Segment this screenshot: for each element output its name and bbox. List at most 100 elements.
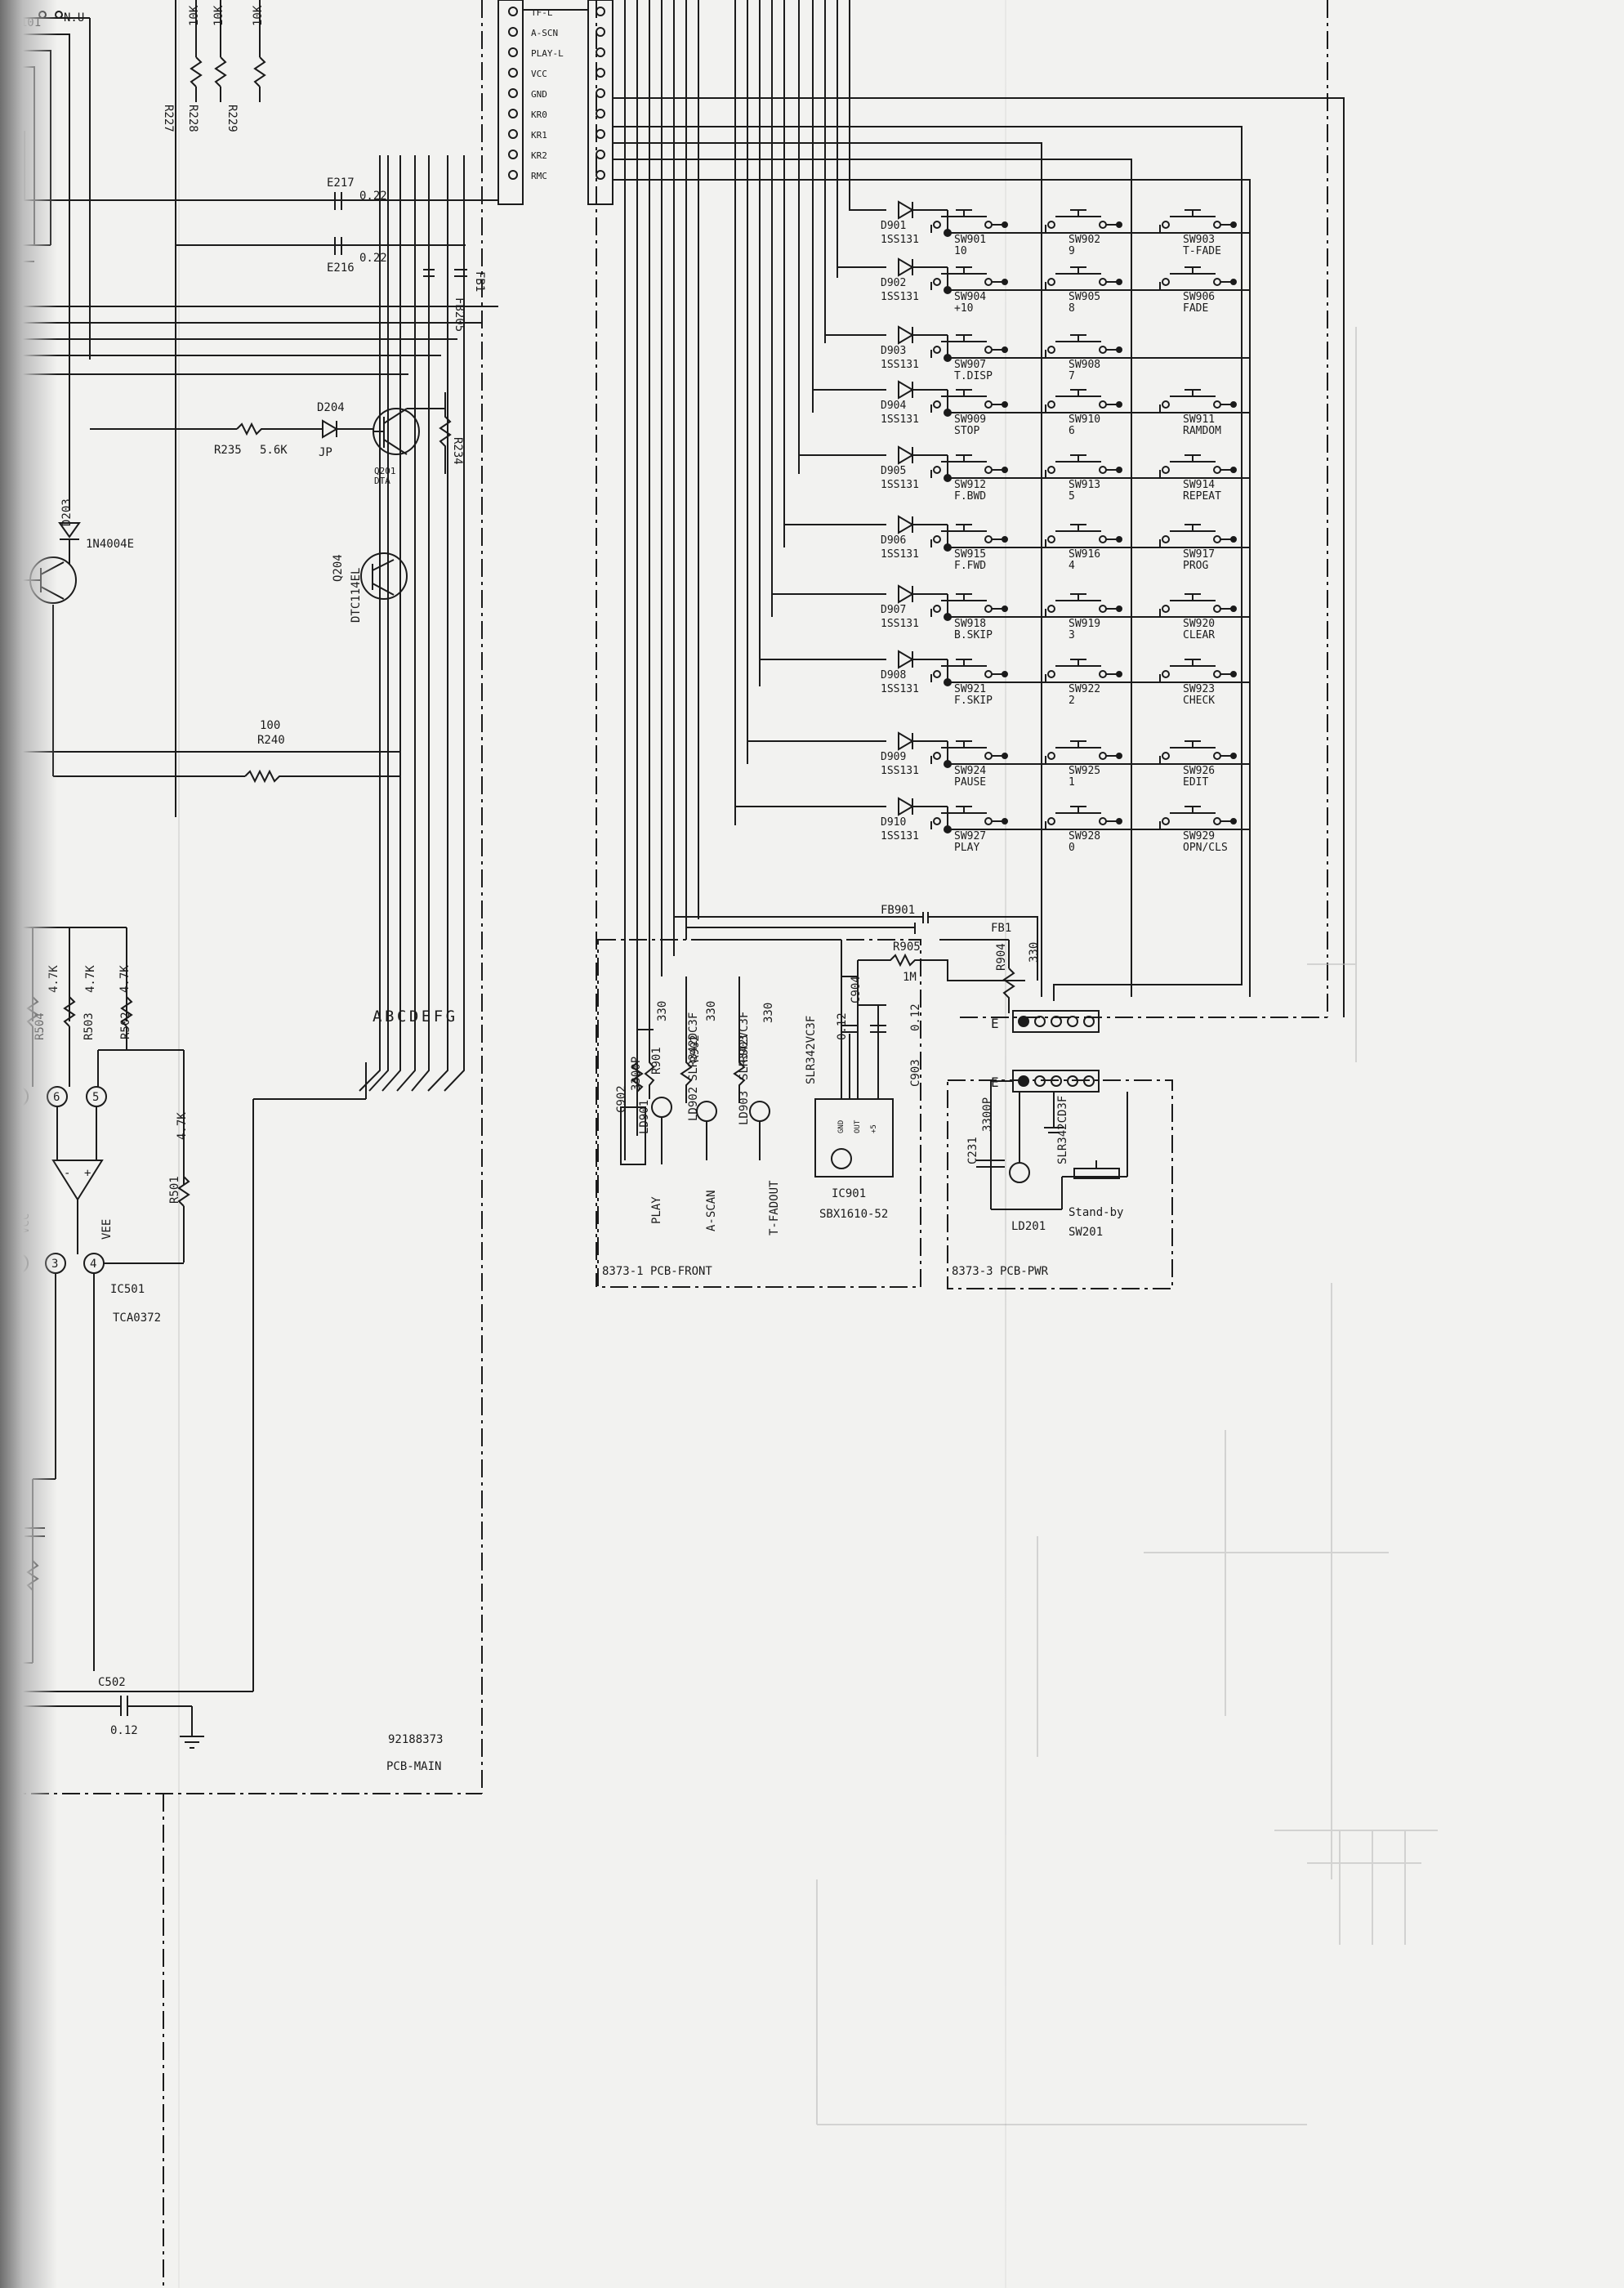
ld903-label: LD903 xyxy=(738,1091,751,1125)
switch-ref: SW901 xyxy=(954,234,986,246)
c903-value: 0.12 xyxy=(909,1003,922,1031)
ic501-part: TCA0372 xyxy=(113,1312,161,1325)
switch-ref: SW910 xyxy=(1069,413,1100,426)
connector-pin-a-scn: A-SCN xyxy=(531,28,558,38)
switch-ref: SW924 xyxy=(954,765,986,777)
diode-label: D906 xyxy=(881,534,906,547)
switch-ref: SW914 xyxy=(1183,479,1215,491)
ic901-pin-out: OUT xyxy=(854,1119,862,1133)
connector-e-bottom: E xyxy=(991,1075,999,1090)
play-led-label: PLAY xyxy=(650,1196,663,1224)
r228-value: 10K xyxy=(212,5,225,26)
fb1-main-label: FB1 xyxy=(473,271,486,292)
r235-value: 5.6K xyxy=(260,444,288,457)
r902-label: R902 xyxy=(689,1035,702,1062)
diode-label: D908 xyxy=(881,669,906,681)
ic901-label: IC901 xyxy=(832,1187,866,1200)
diode-part: 1SS131 xyxy=(881,548,919,561)
switch-function: FADE xyxy=(1183,302,1208,315)
bus-letters: ABCDEFG xyxy=(373,1008,458,1026)
d204-label: D204 xyxy=(317,401,345,414)
pin-5: 5 xyxy=(92,1091,99,1104)
board-main-name: PCB-MAIN xyxy=(386,1760,441,1773)
switch-function: F.BWD xyxy=(954,490,986,503)
connector-pin-vcc: VCC xyxy=(531,69,547,79)
connector-pin-rmc: RMC xyxy=(531,171,547,181)
r235-label: R235 xyxy=(214,444,242,457)
r902-value: 330 xyxy=(705,1001,718,1021)
diode-part: 1SS131 xyxy=(881,765,919,777)
fb901-label: FB901 xyxy=(881,904,915,917)
switch-function: STOP xyxy=(954,425,979,437)
slr3-label: SLR342VC3F xyxy=(805,1016,818,1084)
switch-function: CLEAR xyxy=(1183,629,1215,641)
r240-value: 100 xyxy=(260,719,280,732)
c231-value: 3300P xyxy=(981,1097,994,1132)
switch-function: PAUSE xyxy=(954,776,986,789)
switch-function: PLAY xyxy=(954,842,979,854)
r903-label: R903 xyxy=(738,1035,751,1062)
c902-value: 3300P xyxy=(630,1057,643,1091)
switch-ref: SW905 xyxy=(1069,291,1100,303)
switch-ref: SW904 xyxy=(954,291,986,303)
diode-label: D904 xyxy=(881,400,906,412)
q201-part: DTA xyxy=(374,476,390,486)
fb1-label: FB1 xyxy=(991,922,1011,935)
switch-function: 10 xyxy=(954,245,967,257)
switch-ref: SW919 xyxy=(1069,618,1100,630)
e217-value: 0.22 xyxy=(359,190,387,203)
t-fadout-led-label: T-FADOUT xyxy=(768,1180,781,1236)
c502-label: C502 xyxy=(98,1676,126,1689)
switch-function: PROG xyxy=(1183,560,1208,572)
ic901-part: SBX1610-52 xyxy=(819,1208,888,1221)
r227-value: 10K xyxy=(188,5,201,26)
ic901-pin-gnd: GND xyxy=(837,1120,845,1133)
switch-ref: SW909 xyxy=(954,413,986,426)
switch-function: 5 xyxy=(1069,490,1075,503)
switch-ref: SW927 xyxy=(954,830,986,842)
r904-value: 330 xyxy=(1028,942,1041,963)
standby-label: Stand-by xyxy=(1069,1206,1123,1219)
switch-ref: SW903 xyxy=(1183,234,1215,246)
slr2-label: SLR342VC3F xyxy=(738,1012,751,1080)
r504-value: 4.7K xyxy=(47,965,60,993)
switch-function: F.FWD xyxy=(954,560,986,572)
diode-part: 1SS131 xyxy=(881,234,919,246)
r228-label: R228 xyxy=(186,105,199,132)
r229-value: 10K xyxy=(252,5,265,26)
board-front-name: 8373-1 PCB-FRONT xyxy=(602,1265,712,1278)
switch-function: EDIT xyxy=(1183,776,1208,789)
r904-label: R904 xyxy=(995,943,1008,971)
opamp-plus: + xyxy=(84,1167,91,1180)
connector-pin-kr0: KR0 xyxy=(531,109,547,120)
c904-label: C904 xyxy=(850,976,863,1003)
switch-ref: SW917 xyxy=(1183,548,1215,561)
switch-function: F.SKIP xyxy=(954,695,993,707)
r501-value: 4.7K xyxy=(176,1112,189,1140)
connector-pin-kr1: KR1 xyxy=(531,130,547,141)
r504-label: R504 xyxy=(33,1012,47,1040)
switch-function: 3 xyxy=(1069,629,1075,641)
diode-part: 1SS131 xyxy=(881,618,919,630)
r501-label: R501 xyxy=(168,1176,181,1204)
sw201-label: SW201 xyxy=(1069,1226,1103,1239)
switch-function: RAMDOM xyxy=(1183,425,1221,437)
r502-value: 4.7K xyxy=(118,965,132,993)
pin-7: 7 xyxy=(14,1091,20,1104)
c902-label: C902 xyxy=(615,1085,628,1113)
switch-ref: SW923 xyxy=(1183,683,1215,695)
switch-function: +10 xyxy=(954,302,973,315)
c903-label: C903 xyxy=(909,1059,922,1087)
diode-part: 1SS131 xyxy=(881,291,919,303)
switch-ref: SW926 xyxy=(1183,765,1215,777)
r234-label: R234 xyxy=(451,437,464,465)
board-pwr-name: 8373-3 PCB-PWR xyxy=(952,1265,1049,1278)
diode-label: D903 xyxy=(881,345,906,357)
c904-value: 0.12 xyxy=(836,1012,849,1040)
diode-label: D901 xyxy=(881,220,906,232)
switch-function: T.DISP xyxy=(954,370,993,382)
ld901-label: LD901 xyxy=(638,1100,651,1134)
diode-part: 1SS131 xyxy=(881,413,919,426)
slr1-label: SLR342DC3F xyxy=(687,1012,700,1081)
